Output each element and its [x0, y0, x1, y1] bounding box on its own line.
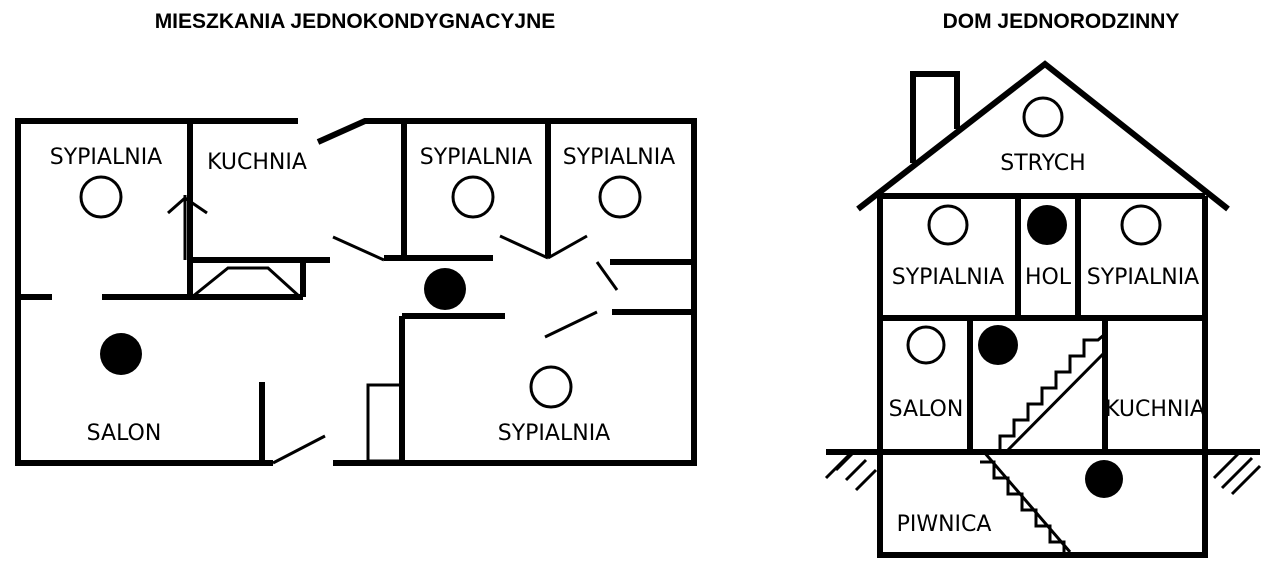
room-label-kuchnia: KUCHNIA	[207, 150, 307, 175]
detector-filled-icon	[424, 268, 466, 310]
detector-open-icon	[927, 204, 969, 246]
right-plan-title: DOM JEDNORODZINNY	[943, 10, 1180, 33]
detector-filled-icon	[978, 325, 1018, 365]
room-label-sypialnia: SYPIALNIA	[50, 145, 162, 170]
detector-open-icon	[906, 325, 946, 365]
left-plan-title: MIESZKANIA JEDNOKONDYGNACYJNE	[155, 10, 556, 33]
detector-filled-icon	[1027, 205, 1067, 245]
room-label-sypialnia: SYPIALNIA	[1087, 265, 1199, 290]
room-label-kuchnia: KUCHNIA	[1105, 397, 1205, 422]
room-label-strych: STRYCH	[1000, 151, 1085, 176]
room-label-salon: SALON	[87, 421, 162, 446]
room-label-sypialnia: SYPIALNIA	[892, 265, 1004, 290]
detector-open-icon	[1120, 204, 1162, 246]
room-label-salon: SALON	[889, 397, 964, 422]
detector-open-icon	[79, 175, 123, 219]
detector-open-icon	[529, 365, 573, 409]
room-label-piwnica: PIWNICA	[897, 512, 992, 537]
detector-open-icon	[598, 175, 642, 219]
detector-filled-icon	[100, 333, 142, 375]
room-label-sypialnia: SYPIALNIA	[563, 145, 675, 170]
room-label-hol: HOL	[1025, 265, 1072, 290]
detector-open-icon	[451, 175, 495, 219]
right-house-section: STRYCH SYPIALNIA HOL SYPIALNIA SALON KUC…	[824, 60, 1262, 558]
detector-open-icon	[1022, 96, 1064, 138]
room-label-sypialnia: SYPIALNIA	[498, 421, 610, 446]
room-label-sypialnia: SYPIALNIA	[420, 145, 532, 170]
left-floor-plan: SYPIALNIA KUCHNIA SYPIALNIA SYPIALNIA SA…	[15, 118, 697, 466]
detector-filled-icon	[1085, 460, 1123, 498]
